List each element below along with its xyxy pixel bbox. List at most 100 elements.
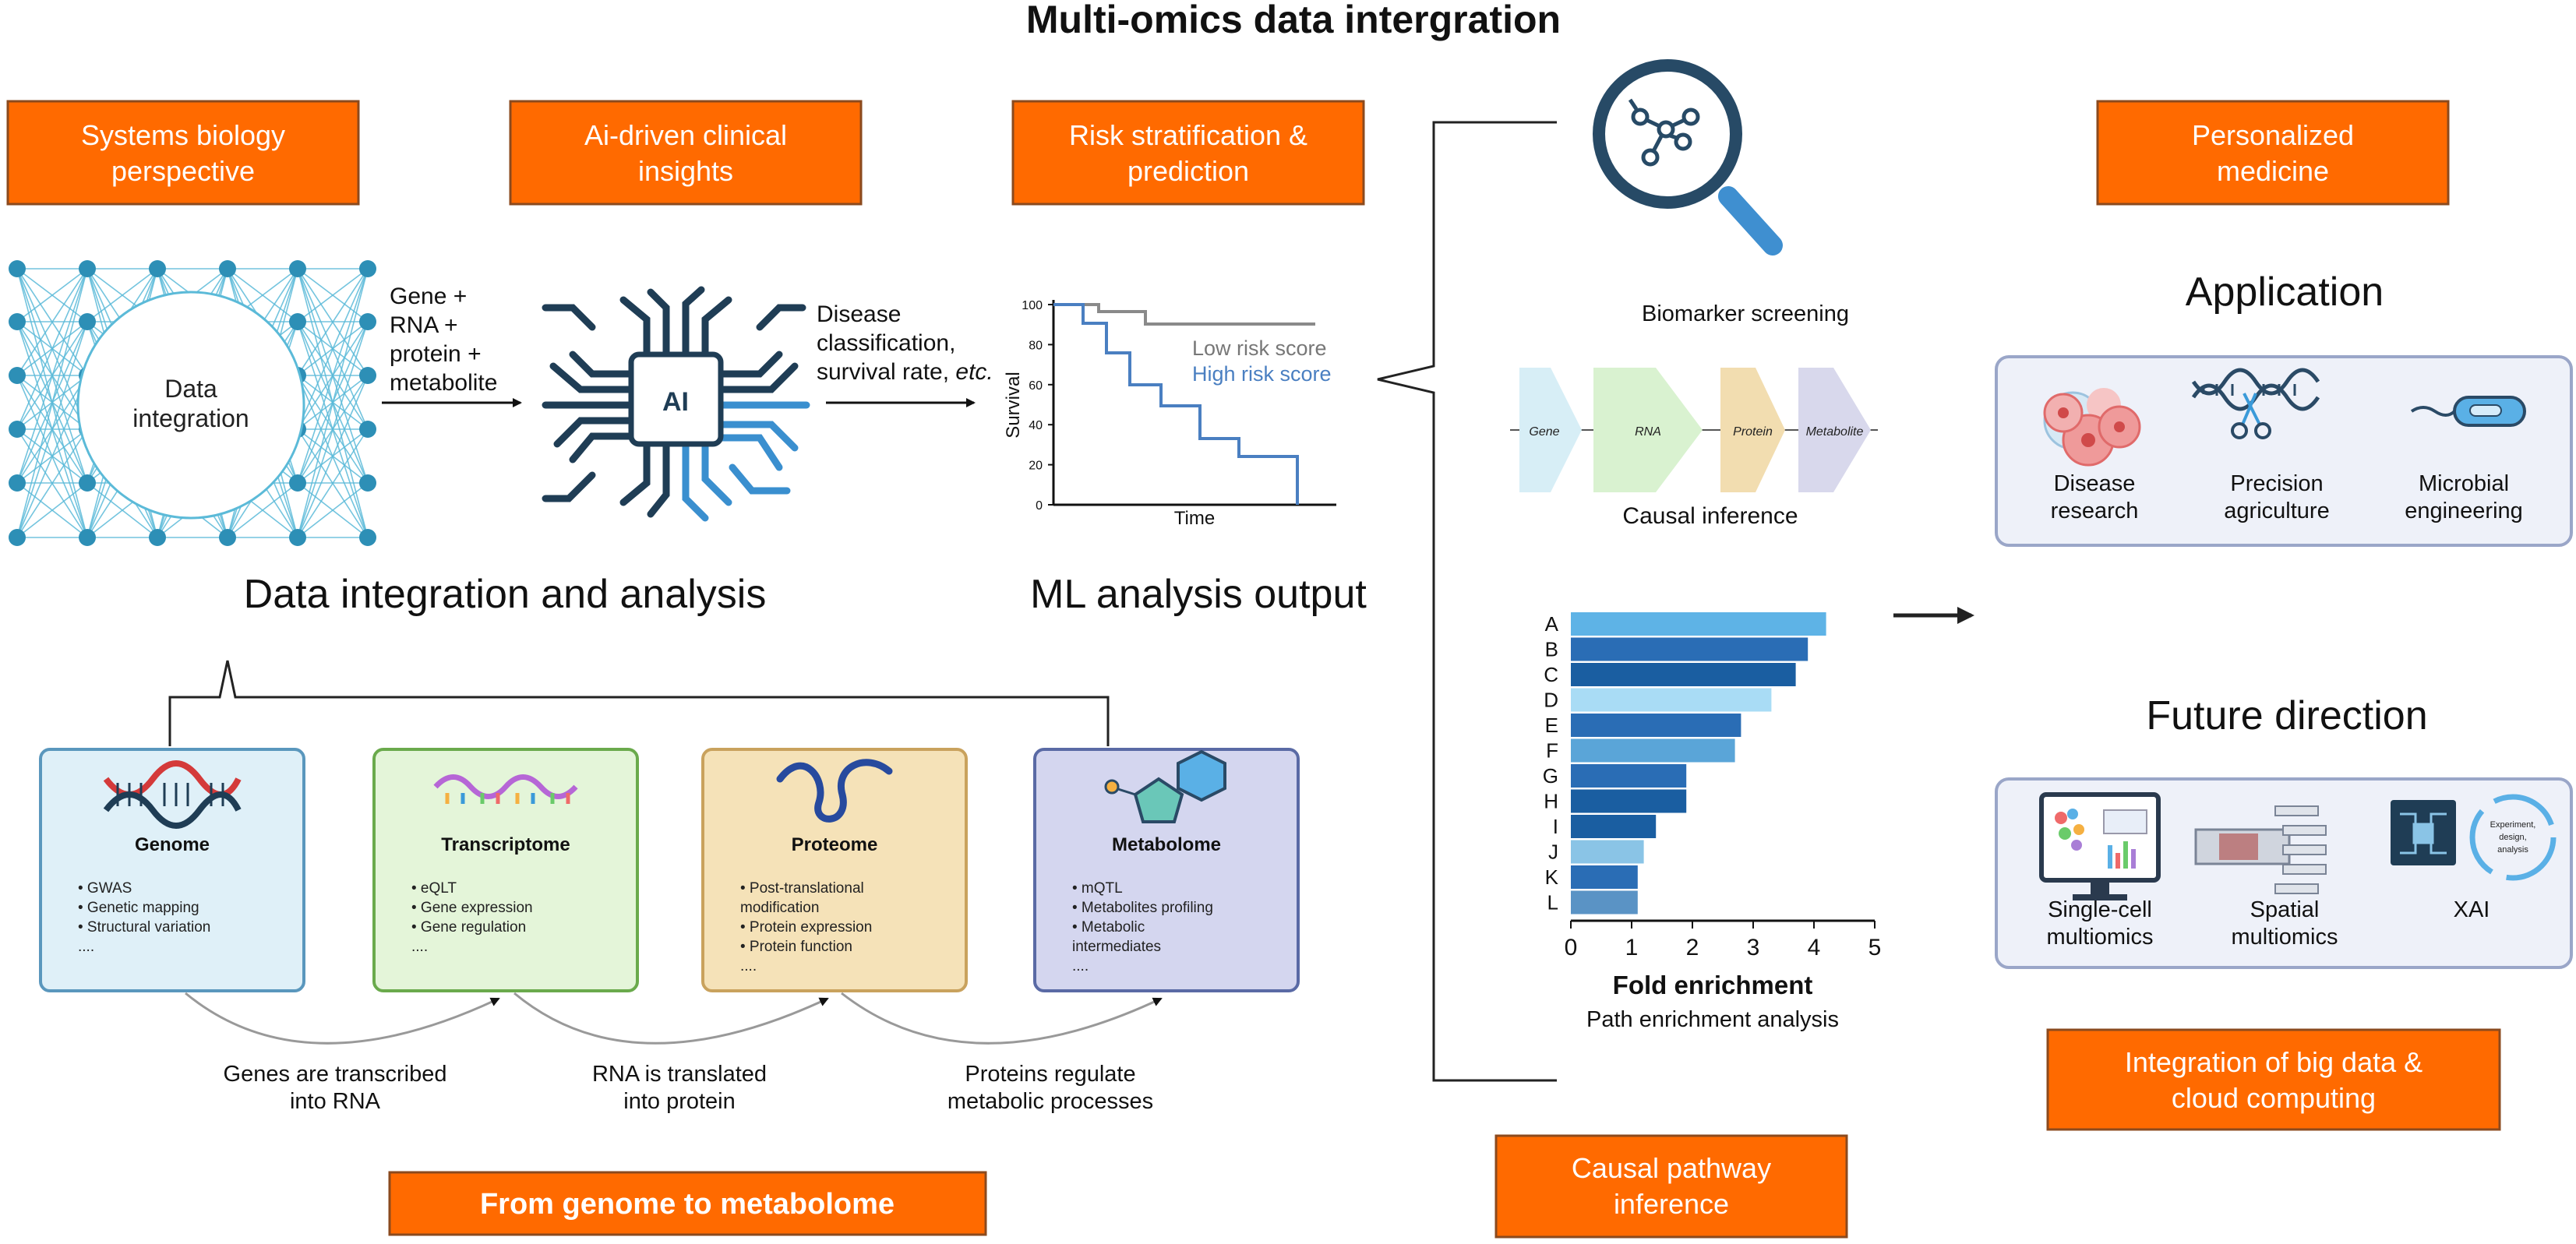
future-labels: Single-cell multiomics Spatial multiomic…: [2047, 897, 2490, 950]
omics-box-item: • GWAS: [78, 880, 132, 897]
enrichment-x-tick-label: 2: [1686, 935, 1699, 960]
input-label-line2: RNA +: [390, 312, 458, 338]
causal-step-protein: [1720, 368, 1785, 492]
circuit-trace: [542, 471, 596, 502]
metabolite-pentagon: [1133, 777, 1184, 823]
enrichment-bar-C: [1571, 663, 1796, 686]
causal-step-rna: [1593, 368, 1703, 492]
app-precision-line1: Precision: [2230, 471, 2323, 496]
network-node: [359, 421, 376, 438]
enrichment-x-tick-label: 5: [1868, 935, 1882, 960]
survival-y-tick-label: 20: [1029, 460, 1043, 473]
box-personalized-line1: Personalized: [2192, 119, 2354, 151]
input-label-line4: metabolite: [390, 370, 497, 396]
omics-box-item: • Protein expression: [740, 919, 872, 936]
cells-icon: [2043, 388, 2141, 467]
output-label-line3: survival rate, etc.: [817, 359, 993, 385]
box-causal-pathway: Causal pathway inference: [1494, 1134, 1848, 1239]
enrichment-category-label: I: [1553, 815, 1558, 838]
network-edge: [297, 268, 369, 322]
arc-genome-to-rna: [185, 992, 500, 1045]
box-causal-line2: inference: [1614, 1188, 1729, 1220]
application-panel: [1995, 355, 2573, 547]
enrichment-bar-A: [1571, 612, 1826, 636]
enrichment-category-label: C: [1544, 663, 1558, 686]
transition-1-line2: into RNA: [290, 1089, 381, 1114]
network-node: [79, 260, 96, 277]
transition-3-line1: Proteins regulate: [965, 1062, 1135, 1087]
section-title-application: Application: [2186, 270, 2384, 315]
omics-box-metabolome: Metabolome• mQTL• Metabolites profiling•…: [1033, 748, 1300, 992]
network-edge: [297, 321, 369, 538]
network-node: [149, 529, 166, 546]
network-label-line2: integration: [132, 404, 249, 432]
network-node: [9, 313, 26, 330]
omics-box-item: • mQTL: [1072, 880, 1123, 897]
input-label-line3: protein +: [390, 341, 482, 367]
network-edge: [16, 268, 88, 538]
monitor-icon: [2039, 792, 2161, 900]
omics-box-title: Genome: [135, 834, 210, 855]
network-edge: [297, 268, 369, 484]
xai-label-line1: Experiment,: [2490, 820, 2536, 830]
box-causal-line1: Causal pathway: [1572, 1152, 1771, 1184]
circuit-trace: [682, 440, 709, 522]
box-systems-biology: Systems biology perspective: [6, 100, 360, 206]
box-systems-biology-line1: Systems biology: [81, 119, 285, 151]
network-node: [219, 260, 236, 277]
network-node: [79, 529, 96, 546]
omics-box-title: Proteome: [792, 834, 878, 855]
future-spatial-line1: Spatial: [2250, 897, 2320, 922]
section-title-data-integration: Data integration and analysis: [244, 572, 767, 617]
survival-y-tick-label: 0: [1036, 499, 1043, 513]
box-risk-line1: Risk stratification &: [1069, 119, 1307, 151]
enrichment-x-tick-label: 3: [1747, 935, 1760, 960]
circuit-trace: [717, 421, 799, 452]
causal-step-gene: [1519, 368, 1582, 492]
circuit-trace: [647, 288, 670, 358]
network-node: [219, 529, 236, 546]
page-title: Multi-omics data intergration: [1026, 0, 1561, 41]
enrichment-category-label: G: [1543, 764, 1558, 788]
enrichment-category-label: J: [1548, 840, 1558, 864]
enrichment-bar-G: [1571, 764, 1687, 788]
enrichment-category-label: F: [1546, 739, 1558, 763]
output-label-line1: Disease: [817, 301, 901, 327]
omics-box-item: • Structural variation: [78, 919, 210, 936]
omics-box-item: • eQLT: [411, 880, 457, 897]
survival-y-tick-label: 40: [1029, 419, 1043, 432]
xai-label-line2: design,: [2499, 833, 2526, 842]
survival-y-tick-label: 100: [1022, 299, 1043, 312]
causal-step-label: Protein: [1733, 425, 1773, 439]
omics-box-item: • Genetic mapping: [78, 900, 199, 916]
transition-3-line2: metabolic processes: [947, 1089, 1153, 1114]
box-big-data-line2: cloud computing: [2172, 1082, 2376, 1114]
output-label: Disease classification, survival rate, e…: [817, 301, 993, 385]
omics-box-title: Transcriptome: [441, 834, 570, 855]
network-edge: [16, 268, 88, 430]
omics-box-item: • Metabolic: [1072, 919, 1145, 936]
enrichment-bar-H: [1571, 789, 1687, 813]
omics-box-title: Metabolome: [1112, 834, 1221, 855]
future-single-cell-line1: Single-cell: [2048, 897, 2152, 922]
transition-2-line1: RNA is translated: [592, 1062, 767, 1087]
section-title-future: Future direction: [2146, 693, 2427, 738]
metabolite-hexagon: [1177, 749, 1226, 802]
network-node: [79, 474, 96, 492]
survival-x-label: Time: [1174, 508, 1215, 529]
network-node: [79, 313, 96, 330]
network-edge: [297, 375, 369, 538]
circuit-trace: [717, 434, 783, 471]
transition-1-line1: Genes are transcribed: [224, 1062, 447, 1087]
future-single-cell-line2: multiomics: [2047, 925, 2154, 950]
circuit-trace: [717, 351, 783, 378]
causal-step-label: Metabolite: [1806, 425, 1864, 439]
box-ai-insights: Ai-driven clinical insights: [509, 100, 863, 206]
survival-low-risk-curve: [1053, 303, 1315, 326]
section-title-ml-output: ML analysis output: [1030, 572, 1367, 617]
enrichment-category-label: B: [1545, 638, 1558, 661]
network-node: [149, 260, 166, 277]
box-personalized-medicine: Personalized medicine: [2096, 100, 2450, 206]
dna-scissors-icon: [2191, 368, 2320, 439]
